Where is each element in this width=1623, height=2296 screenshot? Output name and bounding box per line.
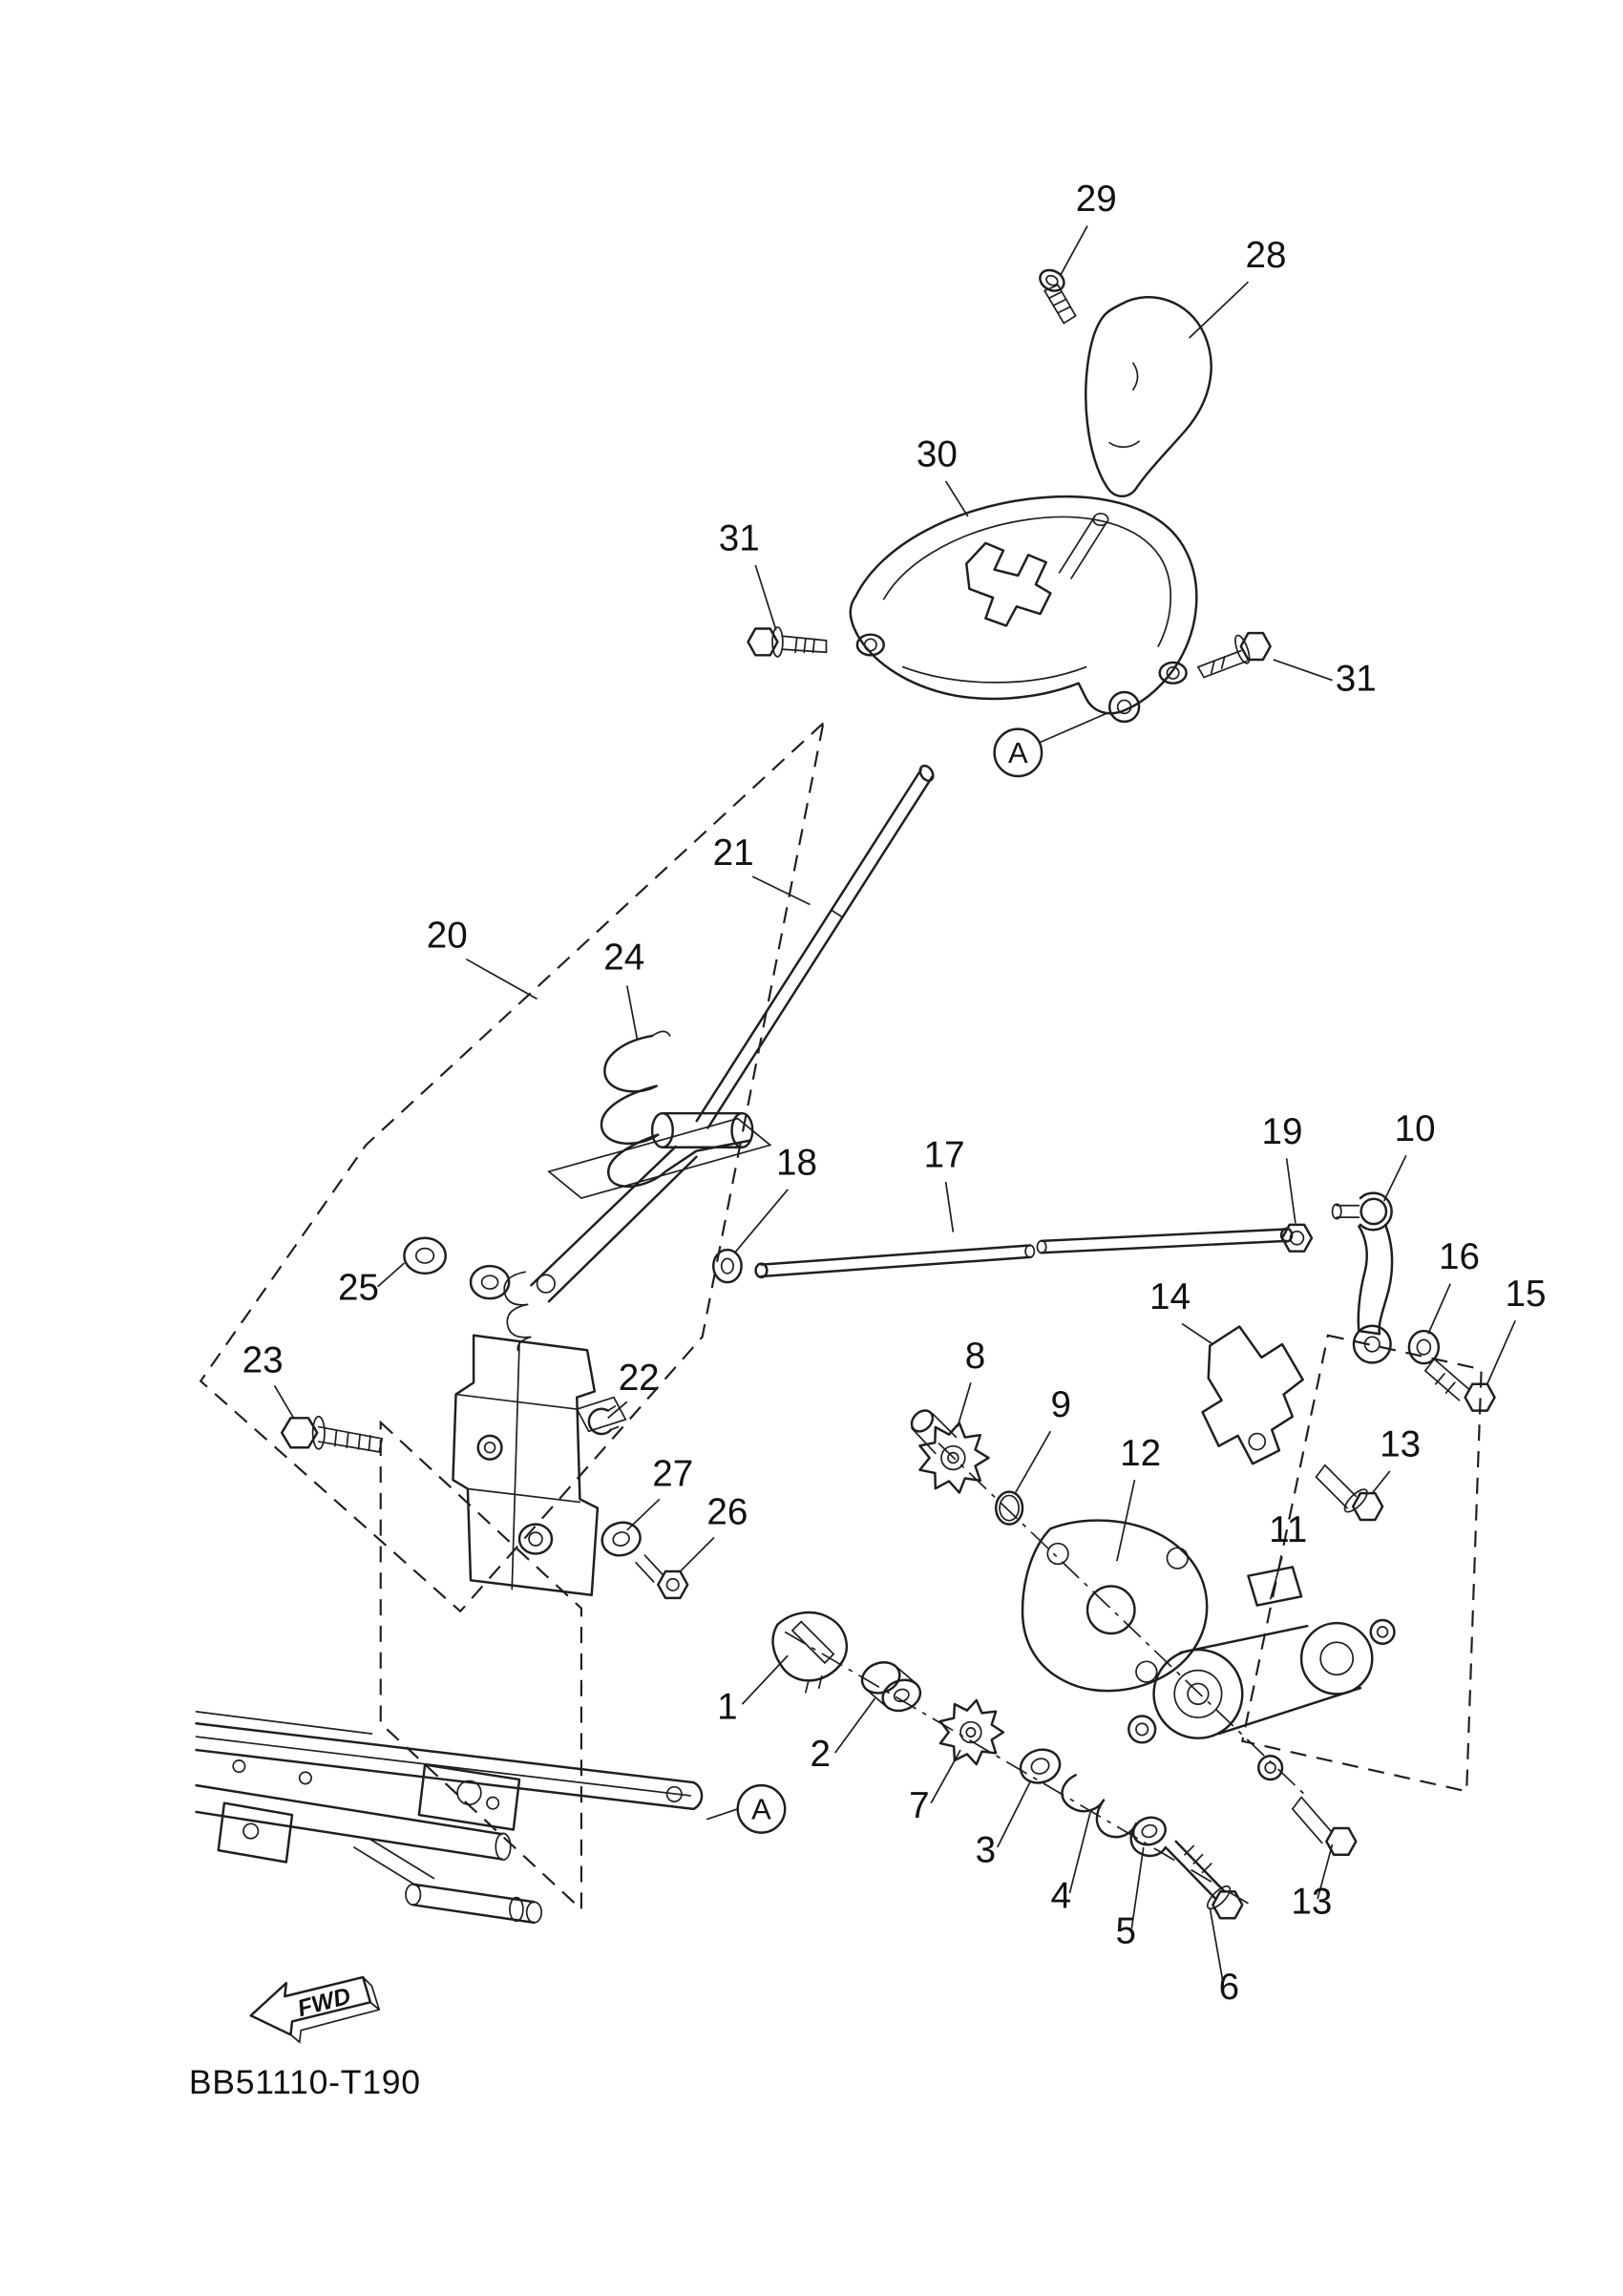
callout-27: 27 — [652, 1453, 693, 1494]
leader-lines — [273, 225, 1516, 1984]
detent-spring — [1061, 1774, 1168, 1858]
collar-bushing — [860, 1661, 922, 1713]
view-marker-bottom-label: A — [751, 1793, 771, 1826]
shift-gate-housing — [849, 495, 1198, 724]
link-washer — [1407, 1329, 1441, 1365]
callout-15: 15 — [1506, 1274, 1547, 1315]
fwd-arrow: FWD — [249, 1975, 381, 2044]
view-marker-top-label: A — [1008, 736, 1028, 769]
callout-11: 11 — [1269, 1509, 1307, 1550]
stopper-bracket — [1201, 1325, 1304, 1465]
lever-clamp — [771, 1611, 848, 1694]
o-ring — [994, 1490, 1024, 1526]
callout-labels: 29 28 30 31 31 21 20 24 18 17 19 10 16 1… — [242, 179, 1547, 2008]
stopper-gear — [938, 1698, 1005, 1766]
fwd-label: FWD — [295, 1983, 353, 2022]
housing-bolt-left — [747, 626, 828, 658]
flat-washer — [1019, 1748, 1062, 1784]
callout-18: 18 — [776, 1142, 817, 1183]
callout-22: 22 — [619, 1358, 660, 1399]
callout-30: 30 — [917, 434, 958, 475]
callout-9: 9 — [1050, 1384, 1070, 1425]
shift-knob — [1085, 296, 1212, 498]
housing-bolt-right — [1197, 631, 1272, 679]
rod-washer — [711, 1248, 743, 1284]
callout-2: 2 — [811, 1734, 831, 1775]
callout-16: 16 — [1439, 1236, 1480, 1277]
return-spring — [547, 1030, 772, 1199]
callout-29: 29 — [1076, 179, 1117, 220]
link-bolt — [1424, 1358, 1496, 1412]
callout-13-lower: 13 — [1291, 1882, 1332, 1923]
callout-17: 17 — [924, 1135, 965, 1176]
callout-20: 20 — [427, 915, 468, 956]
callout-23: 23 — [242, 1339, 284, 1380]
housing-mount-bolt-upper — [1315, 1464, 1384, 1522]
callout-19: 19 — [1262, 1111, 1303, 1152]
callout-24: 24 — [603, 937, 644, 979]
callout-3: 3 — [976, 1830, 996, 1871]
callout-5: 5 — [1115, 1911, 1135, 1952]
callout-4: 4 — [1050, 1875, 1070, 1916]
callout-8: 8 — [965, 1336, 985, 1377]
callout-1: 1 — [717, 1687, 737, 1728]
callout-21: 21 — [713, 832, 754, 874]
callout-12: 12 — [1120, 1433, 1161, 1474]
callout-14: 14 — [1149, 1276, 1191, 1317]
pivot-bushings — [403, 1236, 511, 1300]
shift-rod — [754, 1227, 1294, 1279]
base-bolt — [635, 1554, 689, 1600]
housing-mount-bolt-lower — [1291, 1796, 1358, 1857]
detent-bolt — [1166, 1840, 1244, 1920]
view-marker-top: A — [993, 711, 1108, 778]
small-washer — [1131, 1816, 1167, 1846]
callout-28: 28 — [1246, 235, 1287, 276]
knob-screw — [1039, 268, 1077, 325]
callout-13-upper: 13 — [1380, 1424, 1421, 1465]
shift-link-arm — [1331, 1191, 1394, 1364]
callout-26: 26 — [706, 1492, 748, 1533]
shift-cam-gear — [910, 1409, 990, 1494]
shift-lever-shaft — [650, 764, 935, 1148]
dashed-assembly-outline — [199, 720, 1483, 1912]
diagram-code: BB51110-T190 — [189, 2063, 421, 2101]
retaining-clip — [587, 1405, 620, 1436]
rod-nut — [1280, 1223, 1314, 1253]
callout-10: 10 — [1395, 1108, 1436, 1149]
callout-6: 6 — [1219, 1967, 1239, 2008]
view-marker-bottom: A — [706, 1783, 787, 1834]
callout-31-right: 31 — [1336, 658, 1377, 699]
callout-25: 25 — [338, 1268, 379, 1309]
pivot-bolt — [280, 1415, 384, 1453]
callout-31-left: 31 — [719, 518, 760, 559]
base-washer — [601, 1521, 642, 1557]
lever-arm-bracket — [452, 1145, 698, 1597]
callout-7: 7 — [909, 1785, 929, 1826]
frame-reference — [195, 1711, 704, 1925]
cover-gasket — [1021, 1519, 1209, 1693]
